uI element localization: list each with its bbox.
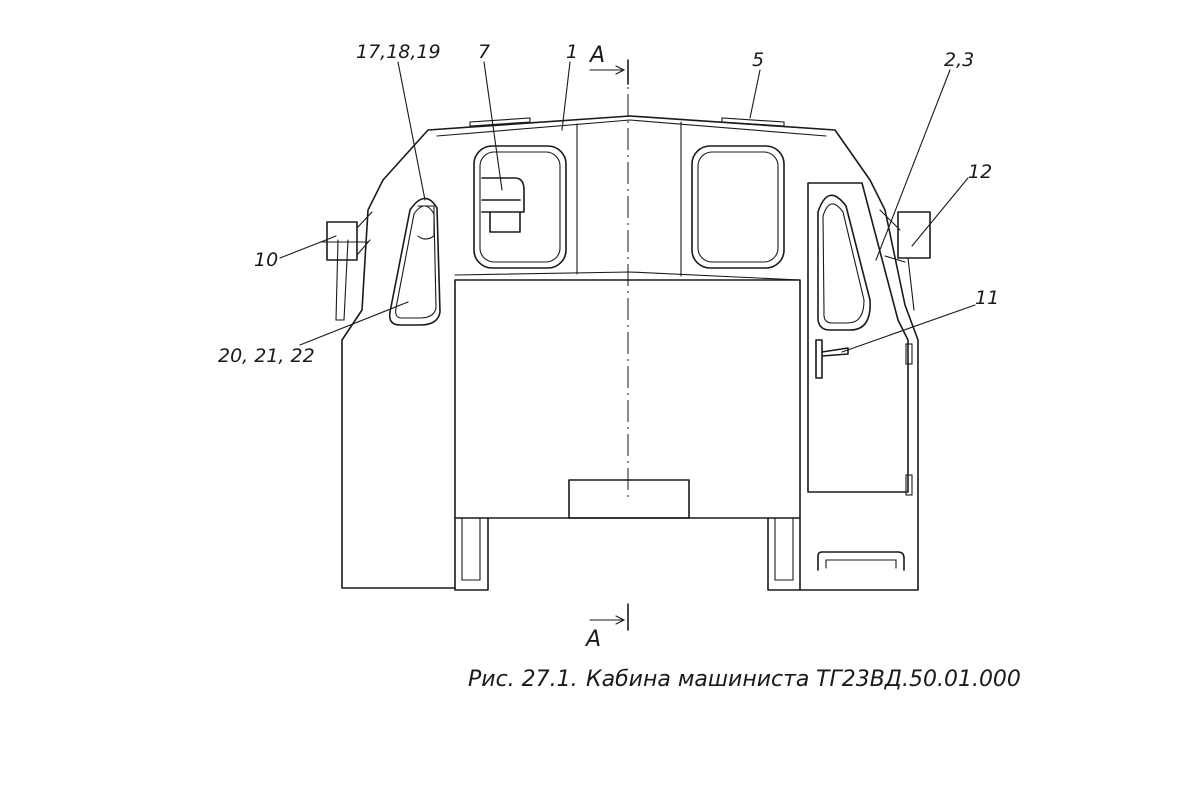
leader-17-18-19 [397, 61, 426, 201]
figure-caption: Рис. 27.1. Кабина машиниста ТГ23ВД.50.01… [468, 667, 1021, 692]
window-left-outer [473, 145, 567, 269]
callout-1: 1 [566, 41, 578, 63]
leader-1 [561, 61, 571, 131]
leader-7 [483, 61, 503, 191]
left-mirror-bracket [319, 211, 373, 256]
left-leg [454, 517, 489, 591]
right-leg [767, 517, 801, 591]
front-windows [473, 145, 785, 269]
caption-title: Кабина машиниста [586, 667, 809, 692]
leader-lines [279, 61, 976, 353]
center-plate [568, 479, 690, 519]
window-right-outer [691, 145, 785, 269]
left-leg-inner [461, 517, 481, 581]
section-label-bottom: A [584, 627, 601, 652]
right-leg-inner [774, 517, 794, 581]
leader-20-21-22 [299, 301, 409, 346]
callout-2-3: 2,3 [944, 49, 974, 71]
section-axis: A A [584, 43, 629, 652]
left-side [319, 197, 441, 326]
right-mirror [897, 211, 931, 259]
door-outline [807, 182, 909, 493]
window-right-inner [697, 151, 779, 263]
callout-11: 11 [975, 287, 999, 309]
section-arrow-bottom [589, 615, 626, 625]
panel-lower-edge [454, 271, 801, 281]
step-handle [817, 551, 905, 571]
section-arrow-top [589, 65, 626, 75]
visor-element [481, 177, 525, 233]
cab-body [341, 115, 919, 591]
leader-10 [279, 235, 337, 259]
left-oval-window-inner [395, 205, 437, 319]
caption-figure-number: Рис. 27.1. [468, 667, 578, 692]
callout-12: 12 [968, 161, 992, 183]
leader-11 [841, 304, 976, 353]
door-oval-window-inner [822, 203, 865, 324]
cab-outline [341, 115, 919, 591]
right-door [807, 182, 931, 571]
cab-inner-top-line [436, 119, 827, 137]
leader-2-3 [875, 69, 951, 261]
left-oval-window-outer [388, 197, 441, 326]
callout-7: 7 [478, 41, 490, 63]
left-mirror [326, 221, 358, 261]
door-hinge-lower [905, 474, 913, 496]
left-mirror-arm [335, 239, 349, 321]
left-handrail [417, 205, 435, 240]
door-handle [815, 339, 849, 379]
door-hinge-upper [905, 343, 913, 365]
step-handle-inner [825, 559, 897, 569]
door-oval-window-outer [817, 194, 871, 331]
section-label-top: A [588, 43, 605, 68]
roof-cap-left [469, 117, 531, 127]
leader-12 [911, 177, 969, 247]
roof-cap-right [721, 117, 785, 127]
callout-labels: 17,18,19 7 1 5 2,3 12 10 11 20, 21, 22 [218, 41, 999, 367]
callout-10: 10 [254, 249, 278, 271]
callout-20-21-22: 20, 21, 22 [218, 345, 315, 367]
window-left-inner [479, 151, 561, 263]
caption-code: ТГ23ВД.50.01.000 [816, 667, 1021, 692]
right-mirror-bracket [879, 209, 915, 311]
callout-5: 5 [752, 49, 764, 71]
callout-17-18-19: 17,18,19 [356, 41, 441, 63]
leader-5 [749, 69, 761, 119]
